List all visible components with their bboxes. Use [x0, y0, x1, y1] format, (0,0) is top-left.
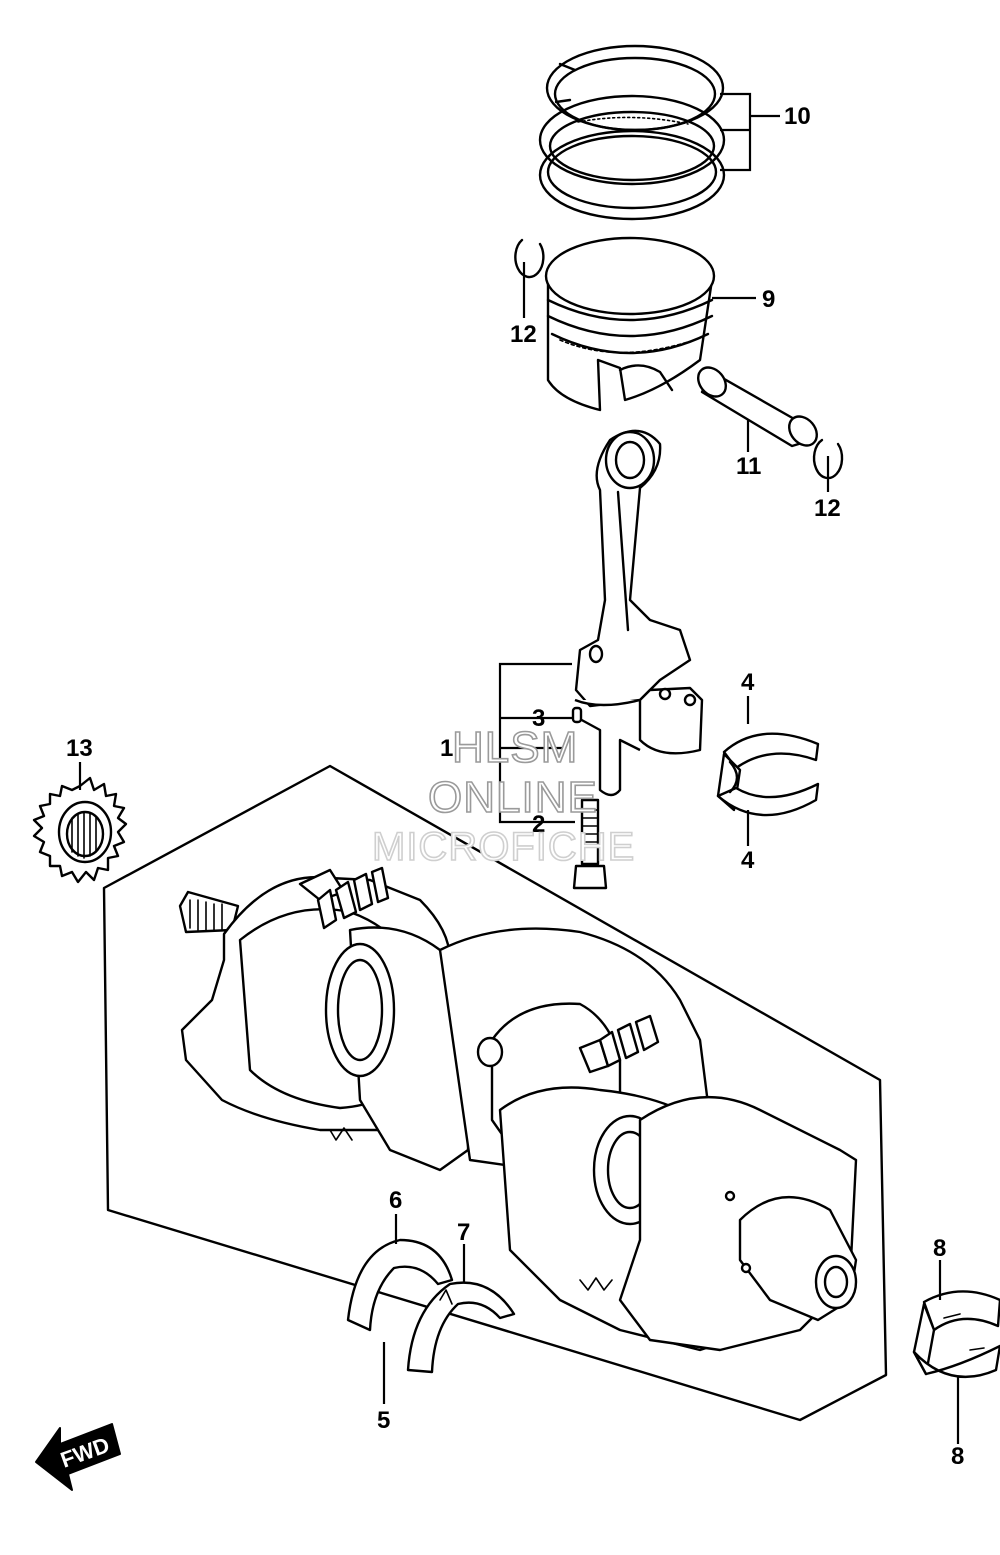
callout-bracket-1 — [498, 662, 575, 824]
piston — [544, 236, 716, 412]
callout-10: 10 — [784, 103, 811, 130]
callout-3: 3 — [532, 705, 545, 732]
thrust-bearing-6 — [346, 1238, 454, 1332]
callout-1: 1 — [440, 735, 453, 762]
fwd-arrow: FWD — [35, 1423, 121, 1491]
callout-8-top: 8 — [933, 1235, 946, 1262]
callout-4-top: 4 — [741, 669, 755, 696]
thrust-bearing-7 — [406, 1281, 516, 1374]
callout-numbers: 10 9 12 11 12 4 3 1 2 4 13 6 7 5 8 8 — [66, 103, 964, 1470]
leader-lines — [78, 92, 960, 1444]
callout-4-bottom: 4 — [741, 847, 755, 874]
callout-5: 5 — [377, 1407, 390, 1434]
crankshaft — [178, 866, 858, 1352]
bolt-pin — [571, 706, 583, 724]
circlips — [514, 238, 844, 480]
watermark-line-1: HLSM — [452, 723, 578, 772]
callout-12-top: 12 — [510, 321, 537, 348]
watermark-line-2: ONLINE — [428, 773, 598, 822]
callout-7: 7 — [457, 1219, 470, 1246]
callout-2: 2 — [532, 811, 545, 838]
callout-13: 13 — [66, 735, 93, 762]
callout-6: 6 — [389, 1187, 402, 1214]
piston-pin — [697, 366, 818, 448]
piston-rings — [538, 44, 726, 221]
callout-8-bottom: 8 — [951, 1443, 964, 1470]
callout-9: 9 — [762, 286, 775, 313]
conrod-bearings — [716, 732, 820, 817]
main-bearings — [912, 1290, 1000, 1378]
connecting-rod — [574, 429, 704, 797]
callout-12-right: 12 — [814, 495, 841, 522]
conrod-bolt — [572, 798, 608, 890]
watermark-line-3: MICROFICHE — [372, 825, 635, 869]
crankshaft-box — [102, 764, 888, 1422]
watermark: HLSM ONLINE MICROFICHE — [371, 722, 635, 870]
sprocket — [32, 776, 128, 884]
callout-11: 11 — [736, 453, 761, 480]
